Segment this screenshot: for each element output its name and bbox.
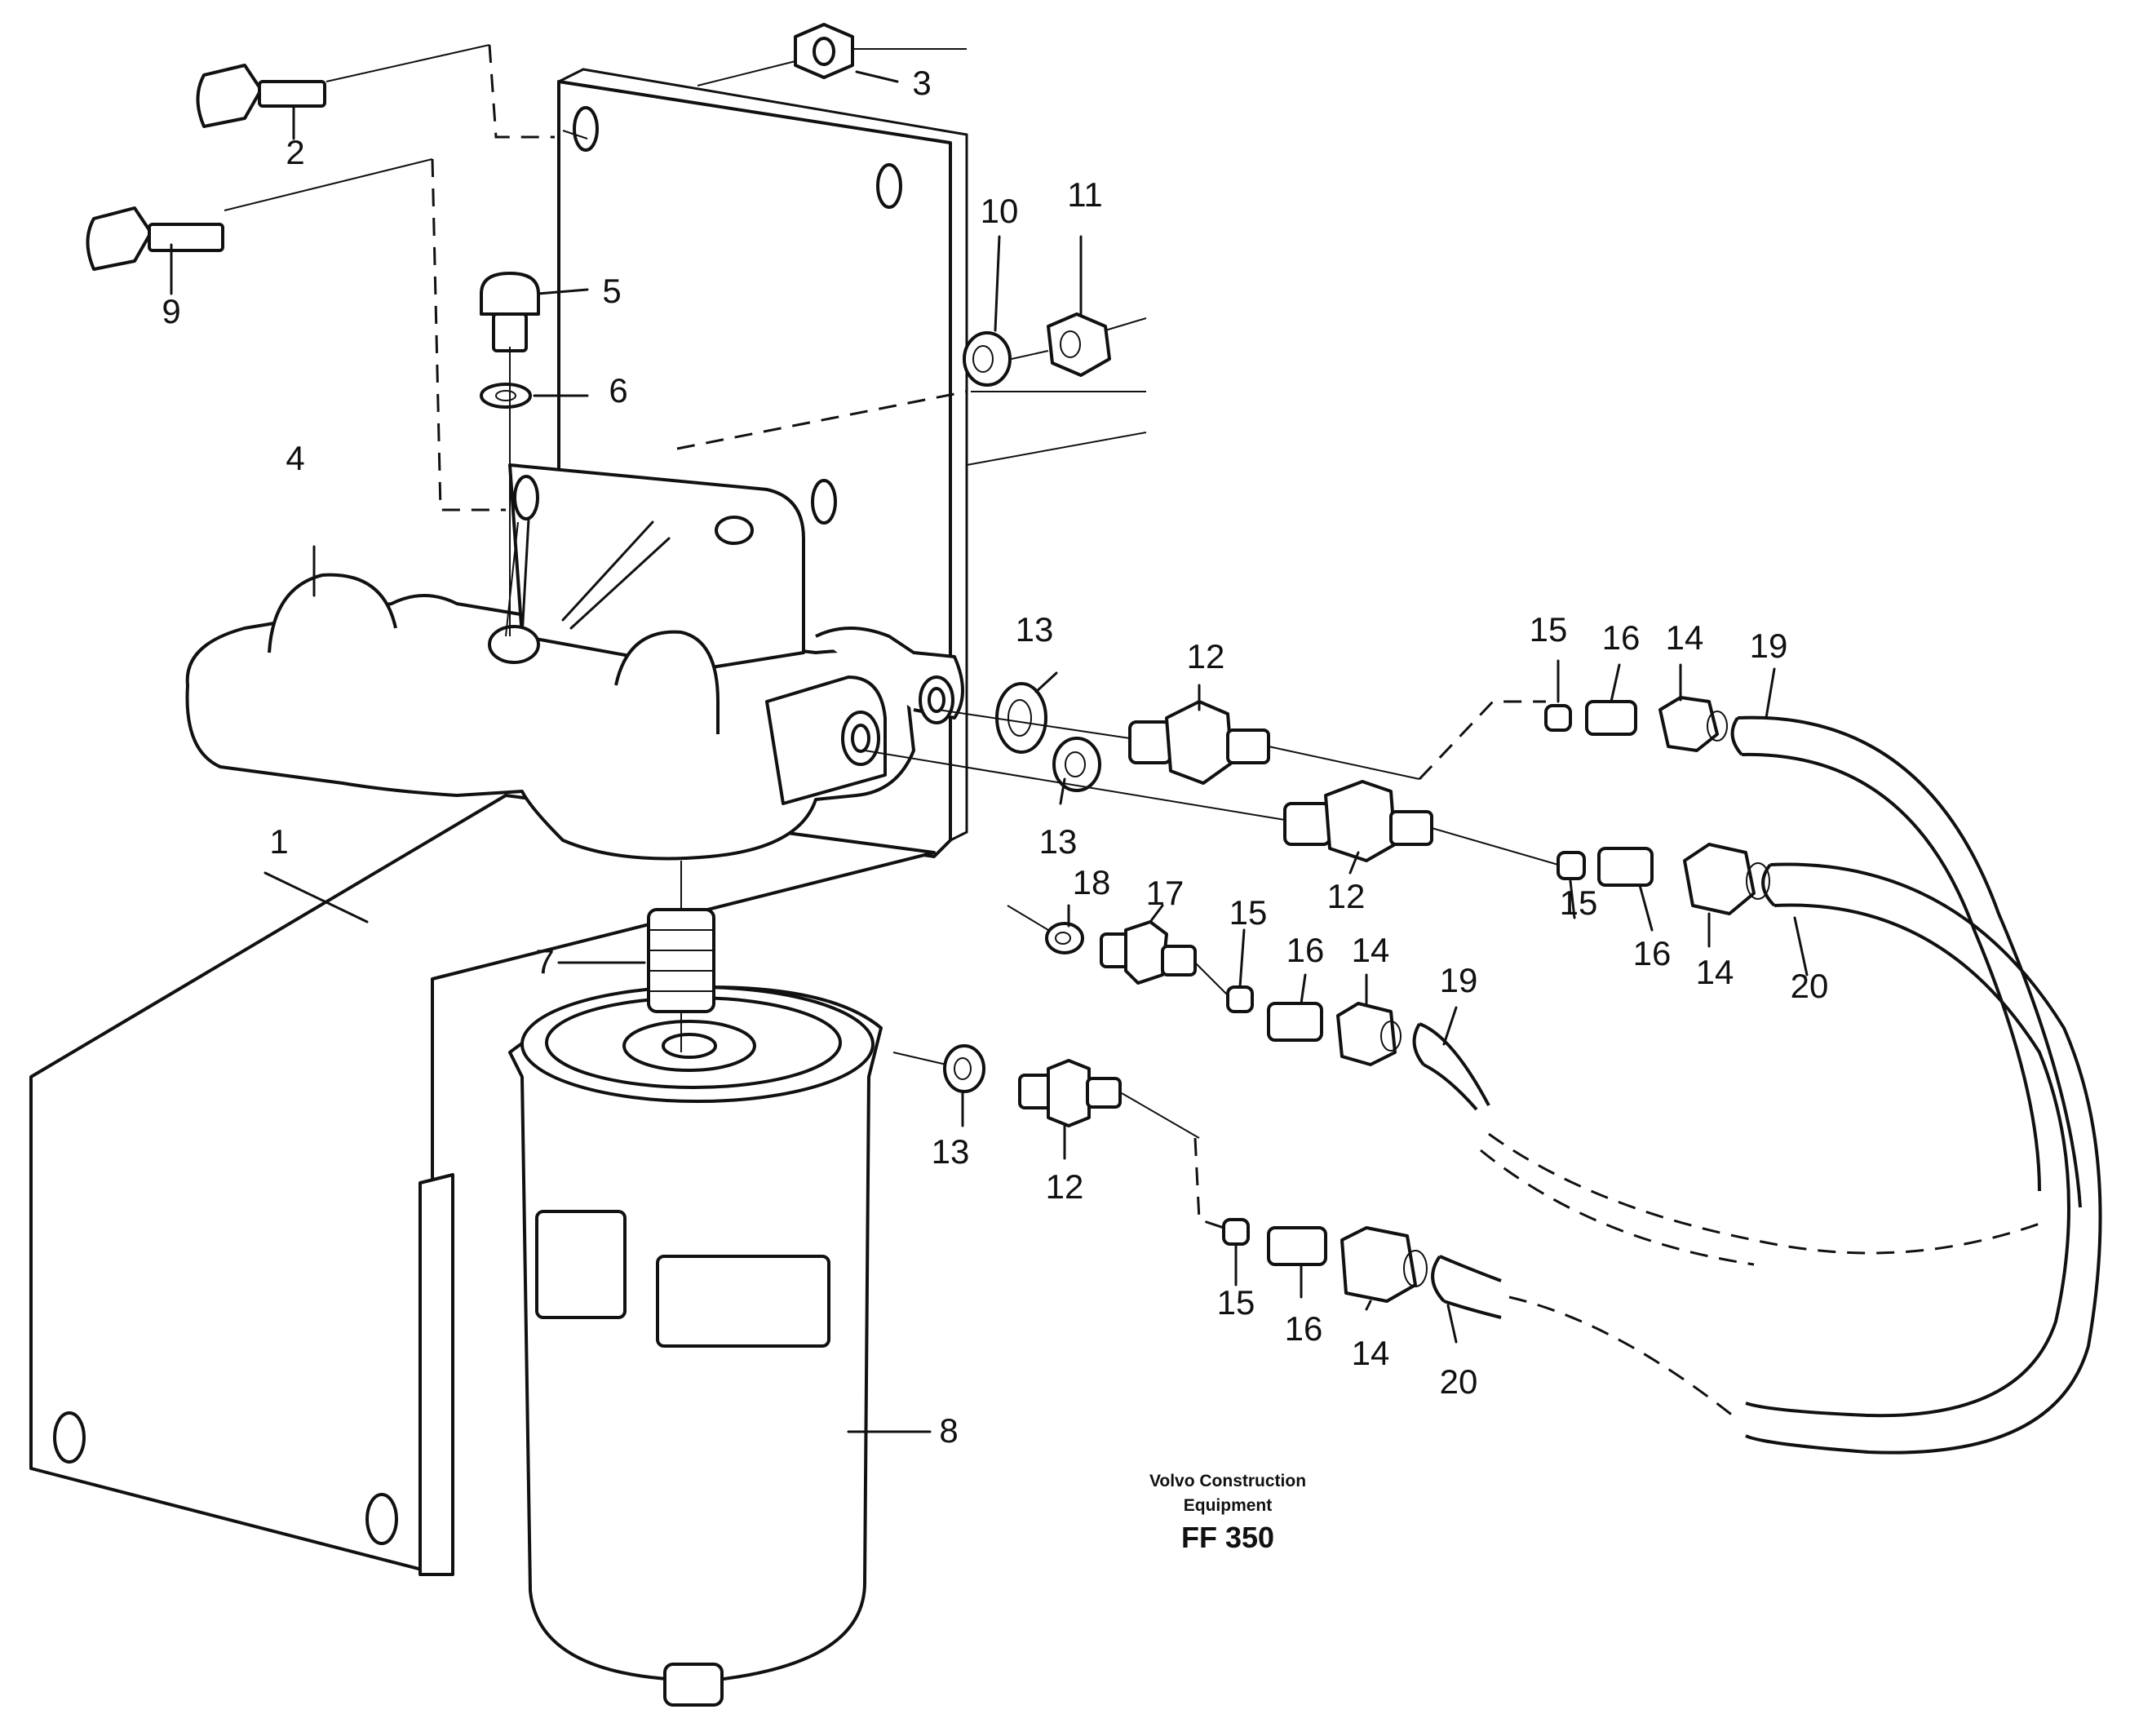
- label-16-a: 16: [1602, 618, 1641, 657]
- label-8: 8: [939, 1411, 958, 1450]
- label-13-a: 13: [1016, 610, 1054, 649]
- sleeve-15-a: [1544, 704, 1572, 732]
- label-15-d: 15: [1217, 1283, 1255, 1322]
- label-19-a: 19: [1750, 627, 1788, 665]
- label-16-c: 16: [1286, 931, 1325, 969]
- company-name-line1: Volvo Construction: [1149, 1472, 1306, 1490]
- label-13-b: 13: [1039, 822, 1078, 861]
- plug-5: [480, 272, 540, 352]
- oil-filter-cartridge: [508, 985, 883, 1707]
- sensor-17: [1100, 920, 1197, 985]
- sleeve-16-d: [1267, 1226, 1327, 1266]
- label-16-d: 16: [1285, 1309, 1323, 1348]
- part-labels: 1 2 3 4 5 6 7 8 9 10 11 12 12 12 13 13 1…: [162, 64, 1828, 1450]
- threaded-nipple: [647, 908, 715, 1013]
- label-7: 7: [535, 942, 554, 981]
- label-15-b: 15: [1560, 884, 1598, 922]
- label-5: 5: [602, 272, 621, 310]
- label-12-c: 12: [1046, 1167, 1084, 1206]
- label-11: 11: [1067, 175, 1103, 214]
- hose-19-upper: [1730, 715, 2082, 1208]
- nut-11: [1047, 312, 1111, 377]
- nut-14-b: [1683, 843, 1756, 915]
- washer-6: [480, 383, 532, 409]
- label-20-b: 20: [1440, 1362, 1478, 1401]
- label-14-c: 14: [1352, 931, 1390, 969]
- sleeve-16-a: [1585, 700, 1637, 736]
- label-14-a: 14: [1666, 618, 1704, 657]
- label-3: 3: [912, 64, 931, 102]
- adapter-12-lower: [1283, 780, 1433, 862]
- washer-10: [963, 331, 1012, 387]
- label-18: 18: [1073, 863, 1111, 901]
- nut-14-a: [1658, 696, 1719, 752]
- label-14-b: 14: [1696, 953, 1734, 991]
- label-4: 4: [286, 439, 304, 477]
- caption: Volvo Construction Equipment FF 350: [1149, 1472, 1306, 1554]
- label-2: 2: [286, 133, 304, 171]
- washer-13-middle: [1052, 737, 1101, 792]
- label-15-a: 15: [1530, 610, 1568, 649]
- label-10: 10: [981, 192, 1019, 230]
- hose-20-upper: [1745, 862, 2102, 1455]
- figure-code: FF 350: [1181, 1521, 1274, 1554]
- hose-19-lower: [1412, 1022, 2040, 1266]
- bolt-9: [86, 206, 224, 271]
- leader-lines: [170, 70, 1809, 1433]
- nut-3: [794, 23, 854, 79]
- label-12-a: 12: [1187, 637, 1225, 675]
- adapter-12-bottom: [1018, 1059, 1122, 1127]
- hose-20-lower: [1431, 1255, 1738, 1421]
- washer-13-lower: [943, 1044, 985, 1093]
- sleeve-15-d: [1222, 1218, 1250, 1246]
- sleeve-16-c: [1267, 1002, 1323, 1042]
- label-16-b: 16: [1633, 934, 1672, 972]
- company-name-line2: Equipment: [1184, 1496, 1273, 1515]
- label-19-b: 19: [1440, 961, 1478, 999]
- bolt-2: [196, 64, 326, 128]
- label-12-b: 12: [1327, 877, 1366, 915]
- adapter-12-upper: [1128, 700, 1270, 785]
- assembly-lines: [224, 44, 1559, 1229]
- label-17: 17: [1146, 874, 1185, 912]
- label-9: 9: [162, 292, 180, 330]
- sleeve-15-b: [1557, 851, 1586, 880]
- sleeve-16-b: [1597, 847, 1654, 887]
- washer-13-upper: [995, 682, 1047, 754]
- label-20-a: 20: [1791, 967, 1829, 1005]
- nut-14-d: [1340, 1226, 1417, 1303]
- label-6: 6: [609, 371, 627, 410]
- washer-18: [1045, 922, 1084, 954]
- label-1: 1: [269, 822, 288, 861]
- label-15-c: 15: [1229, 893, 1268, 932]
- sleeve-15-c: [1226, 985, 1254, 1013]
- nut-14-c: [1336, 1002, 1397, 1066]
- label-14-d: 14: [1352, 1334, 1390, 1372]
- label-13-c: 13: [932, 1132, 970, 1171]
